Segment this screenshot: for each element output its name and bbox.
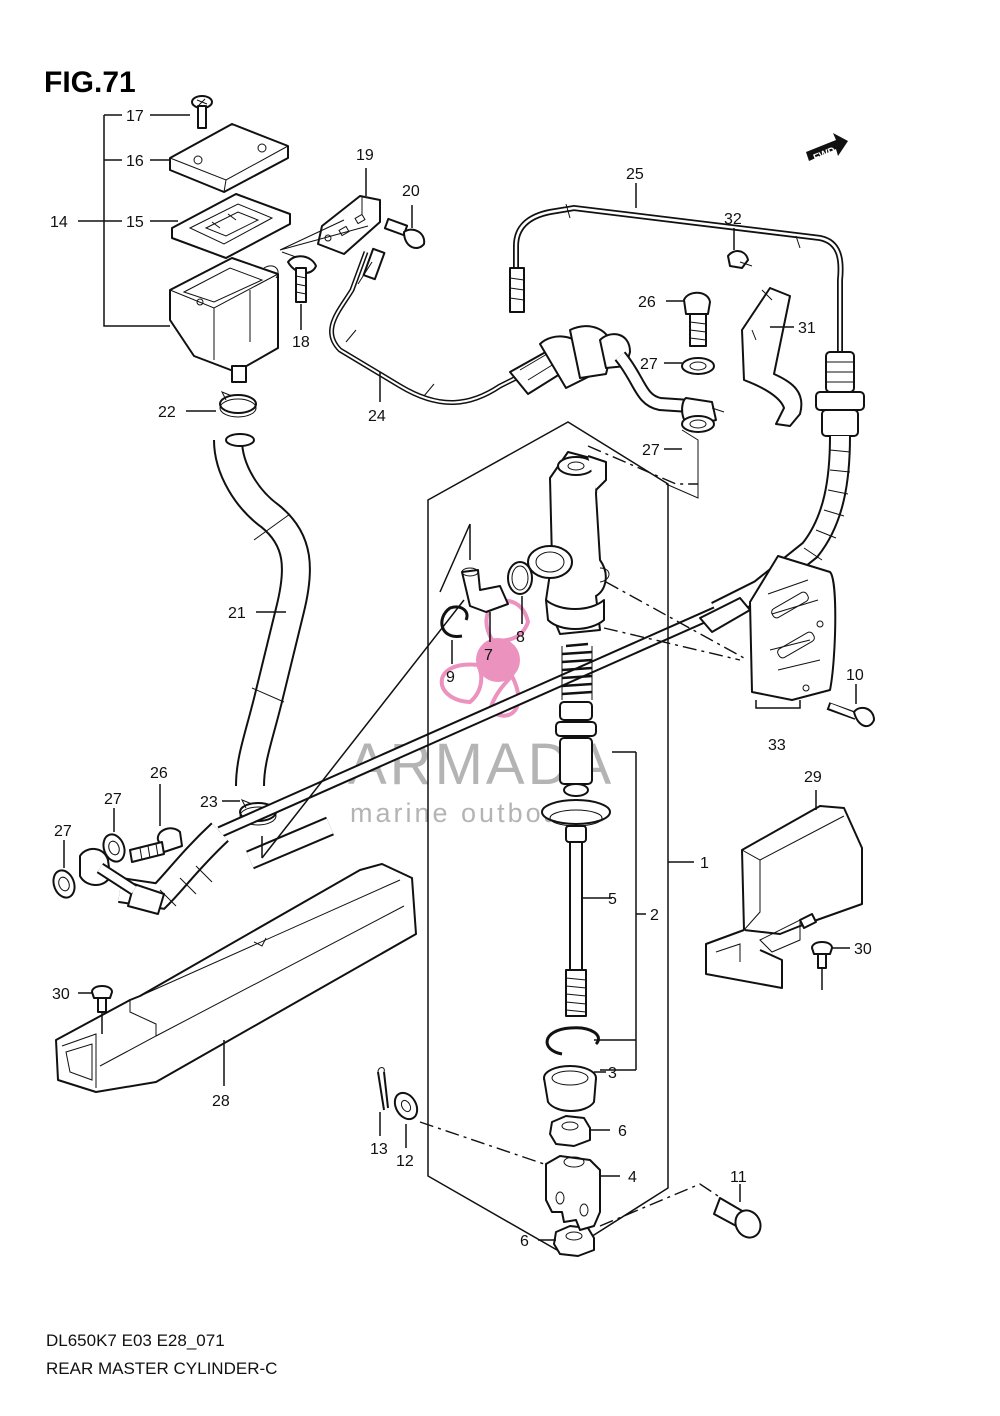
callout-28: 28: [212, 1093, 230, 1110]
part-9-circlip: [440, 605, 469, 664]
part-5-push-rod: [565, 841, 587, 1017]
callout-27-upper-a: 27: [640, 356, 658, 373]
part-31-pipe-clamp: [741, 287, 803, 427]
part-18-bolt: [281, 251, 317, 330]
callout-9: 9: [446, 669, 455, 686]
part-29-guard: [705, 790, 863, 989]
part-24-hose: [329, 247, 522, 405]
callout-labels: 1 2 3 4 5 6 6 7 8 9 10 11 12 13 14 15 16…: [50, 108, 872, 1250]
callout-27-lower-a: 27: [104, 791, 122, 808]
callout-30-left: 30: [52, 986, 70, 1003]
callout-18: 18: [292, 334, 310, 351]
callout-7: 7: [484, 647, 493, 664]
callout-12: 12: [396, 1153, 414, 1170]
part-27-washer-lower-b: [52, 840, 76, 899]
callout-24: 24: [368, 408, 386, 425]
callout-15: 15: [126, 214, 144, 231]
callout-25: 25: [626, 166, 644, 183]
callout-11: 11: [730, 1169, 747, 1186]
rear-brake-hose: [217, 351, 865, 838]
callout-27-lower-b: 27: [54, 823, 72, 840]
part-26-union-bolt-lower: [129, 784, 183, 863]
part-3-boot: [543, 1065, 597, 1112]
part-16-reservoir-cap: [169, 123, 289, 193]
figure-name: REAR MASTER CYLINDER-C: [46, 1359, 277, 1378]
part-19-bracket: [279, 168, 381, 255]
callout-13: 13: [370, 1141, 388, 1158]
part-33-hose-guard: [749, 555, 837, 709]
part-7-elbow-fitting: [461, 567, 509, 642]
part-12-washer: [393, 1091, 419, 1148]
callout-3: 3: [608, 1065, 617, 1082]
part-28-guard: [55, 863, 417, 1093]
callout-26-upper: 26: [638, 294, 656, 311]
part-11-clevis-pin: [713, 1184, 762, 1239]
leader-lines: [261, 445, 745, 1227]
callout-1: 1: [700, 855, 709, 872]
part-27-washer-lower-a: [102, 808, 126, 863]
master-cylinder-spring: [561, 642, 593, 700]
callout-33: 33: [768, 737, 786, 754]
part-26-union-bolt-upper: [666, 291, 711, 347]
part-25-brake-pipe: [509, 183, 844, 352]
callout-30-right: 30: [854, 941, 872, 958]
part-22-hose-clamp: [186, 391, 257, 418]
callout-26-lower: 26: [150, 765, 168, 782]
master-cylinder-assembly-frame: [427, 421, 694, 1255]
callout-17: 17: [126, 108, 144, 125]
callout-8: 8: [516, 629, 525, 646]
callout-6-upper: 6: [618, 1123, 627, 1140]
part-6-nut-upper: [549, 1115, 610, 1147]
part-6-nut-lower: [538, 1225, 595, 1257]
part-27-washer-upper-a: [664, 357, 715, 375]
part-15-diaphragm: [171, 193, 291, 259]
callout-10: 10: [846, 667, 864, 684]
part-13-cotter-pin: [377, 1067, 389, 1136]
lower-brake-hose: [79, 816, 334, 915]
callout-23: 23: [200, 794, 218, 811]
callout-14: 14: [50, 214, 68, 231]
part-21-reservoir-hose: [213, 433, 311, 787]
callout-19: 19: [356, 147, 374, 164]
part-27-washer-upper-b: [664, 415, 715, 499]
callout-6-lower: 6: [520, 1233, 529, 1250]
callout-31: 31: [798, 320, 816, 337]
callout-4: 4: [628, 1169, 637, 1186]
figure-title: FIG.71: [44, 66, 136, 99]
callout-21: 21: [228, 605, 246, 622]
line-drawing: [52, 95, 875, 1257]
callout-16: 16: [126, 153, 144, 170]
part-14-reservoir: [169, 257, 279, 383]
callout-22: 22: [158, 404, 176, 421]
fwd-direction-arrow-icon: FWD: [806, 133, 848, 164]
part-4-clevis: [545, 1155, 620, 1231]
part-30-screw-left: [78, 985, 113, 1034]
callout-20: 20: [402, 183, 420, 200]
part-30-screw-right: [811, 941, 850, 990]
callout-27-upper-b: 27: [642, 442, 660, 459]
part-20-bolt: [383, 205, 426, 249]
callout-32: 32: [724, 211, 742, 228]
master-cylinder-body: [527, 451, 610, 635]
part-8-o-ring: [507, 561, 533, 624]
figure-code: DL650K7 E03 E28_071: [46, 1331, 225, 1350]
part-10-screw: [826, 684, 875, 728]
callout-29: 29: [804, 769, 822, 786]
callout-5: 5: [608, 891, 617, 908]
callout-2: 2: [650, 907, 659, 924]
part-2-circlip: [545, 1026, 600, 1056]
part-17-screw: [191, 95, 213, 129]
part-32-screw: [727, 228, 753, 269]
